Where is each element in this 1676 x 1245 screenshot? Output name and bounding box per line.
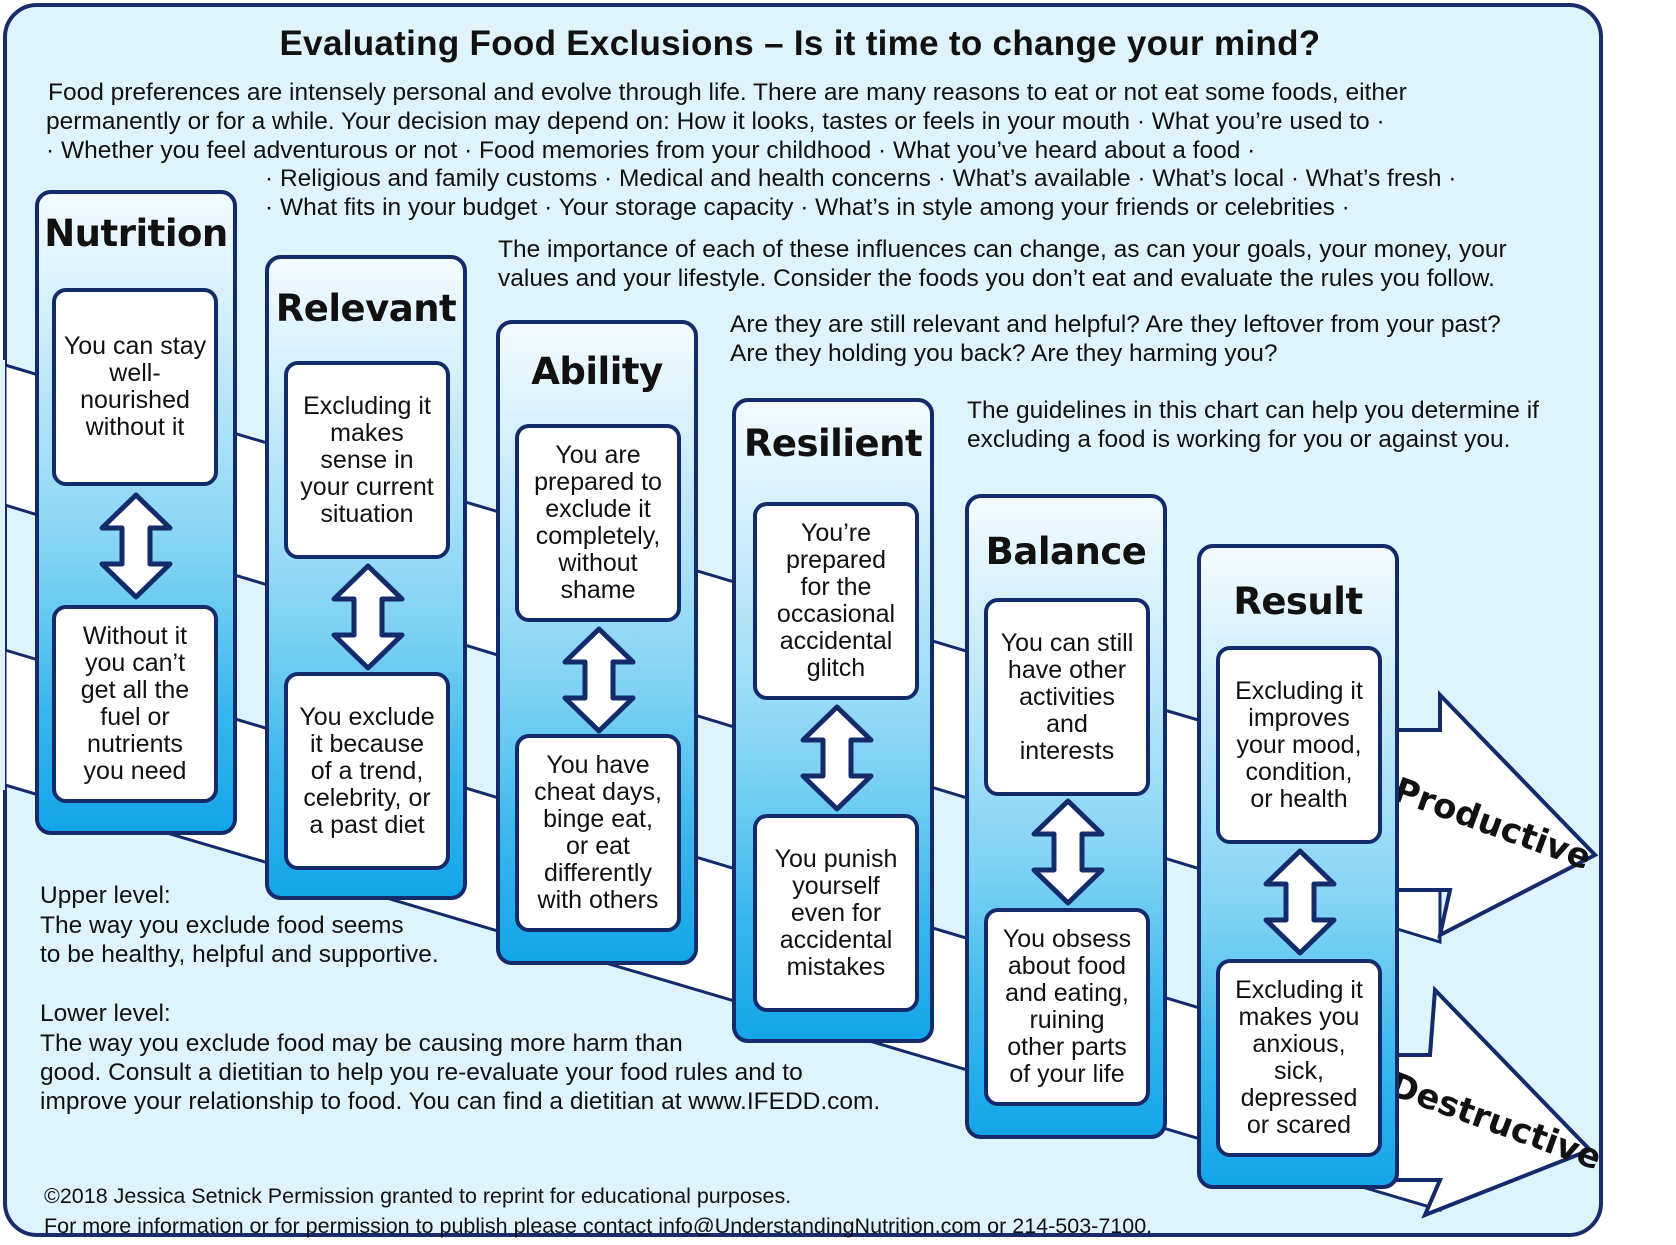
guidelines-line-1: The guidelines in this chart can help yo… xyxy=(967,397,1539,424)
lower-box: You obsess about food and eating, ruinin… xyxy=(984,908,1150,1106)
column-title: Result xyxy=(1233,580,1363,623)
intro-line-4: · Religious and family customs · Medical… xyxy=(265,165,1457,192)
contact-text: For more information or for permission t… xyxy=(44,1214,1153,1238)
lower-level-line-1: The way you exclude food may be causing … xyxy=(40,1030,683,1057)
lower-box: You have cheat days, binge eat, or eat d… xyxy=(515,734,681,932)
questions-line-2: Are they holding you back? Are they harm… xyxy=(730,340,1278,367)
intro-line-1: Food preferences are intensely personal … xyxy=(48,79,1407,106)
upper-box: You can still have other activities and … xyxy=(984,598,1150,796)
column-title: Nutrition xyxy=(44,212,228,255)
questions-line-1: Are they are still relevant and helpful?… xyxy=(730,311,1501,338)
double-arrow-icon xyxy=(1263,848,1337,956)
column-title: Resilient xyxy=(743,422,923,465)
productive-arrow-head xyxy=(1380,690,1599,939)
double-arrow-icon xyxy=(562,626,636,734)
upper-box: You are prepared to exclude it completel… xyxy=(515,424,681,622)
intro-line-2: permanently or for a while. Your decisio… xyxy=(46,108,1385,135)
upper-box: You’re prepared for the occasional accid… xyxy=(753,502,919,700)
lower-box: You punish yourself even for accidental … xyxy=(753,814,919,1012)
upper-level-line-2: to be healthy, helpful and supportive. xyxy=(40,941,439,968)
column-title: Relevant xyxy=(275,287,457,330)
upper-box: You can stay well- nourished without it xyxy=(52,288,218,486)
guidelines-line-2: excluding a food is working for you or a… xyxy=(967,426,1511,453)
upper-box: Excluding it makes sense in your current… xyxy=(284,361,450,559)
double-arrow-icon xyxy=(99,492,173,600)
importance-line-1: The importance of each of these influenc… xyxy=(498,236,1507,263)
importance-line-2: values and your lifestyle. Consider the … xyxy=(498,265,1495,292)
lower-box: Excluding it makes you anxious, sick, de… xyxy=(1216,959,1382,1157)
lower-box: Without it you can’t get all the fuel or… xyxy=(52,605,218,803)
column-title: Balance xyxy=(985,530,1147,573)
lower-level-line-2: good. Consult a dietitian to help you re… xyxy=(40,1059,803,1086)
lower-box: You exclude it because of a trend, celeb… xyxy=(284,672,450,870)
page-title: Evaluating Food Exclusions – Is it time … xyxy=(279,24,1321,63)
double-arrow-icon xyxy=(331,563,405,671)
upper-level-line-1: The way you exclude food seems xyxy=(40,912,404,939)
double-arrow-icon xyxy=(800,704,874,812)
upper-level-heading: Upper level: xyxy=(40,882,171,909)
intro-line-3: · Whether you feel adventurous or not · … xyxy=(46,137,1256,164)
column-title: Ability xyxy=(531,350,663,393)
intro-line-5: · What fits in your budget · Your storag… xyxy=(265,194,1350,221)
copyright-text: ©2018 Jessica Setnick Permission granted… xyxy=(44,1184,792,1208)
lower-level-line-3: improve your relationship to food. You c… xyxy=(40,1088,881,1115)
lower-level-heading: Lower level: xyxy=(40,1000,171,1027)
upper-box: Excluding it improves your mood, conditi… xyxy=(1216,646,1382,844)
double-arrow-icon xyxy=(1031,798,1105,906)
destructive-arrow-head xyxy=(1380,985,1594,1219)
